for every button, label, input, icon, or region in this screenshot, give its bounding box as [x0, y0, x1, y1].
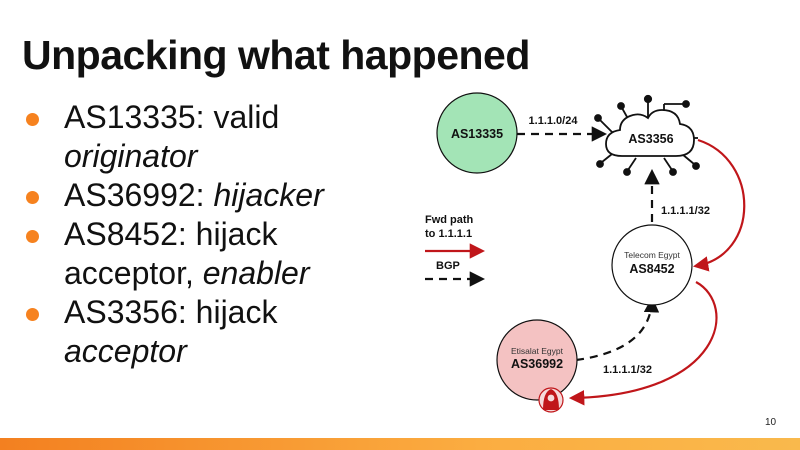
node-as3356-label: AS3356 — [628, 132, 673, 146]
node-as13335-label: AS13335 — [451, 127, 503, 141]
cloud-network-icon — [594, 94, 700, 176]
legend-bgp-label: BGP — [436, 260, 460, 272]
edge-label-origin-prefix: 1.1.1.0/24 — [529, 115, 579, 127]
node-as36992-label: AS36992 — [511, 357, 563, 371]
bgp-edge-as36992-to-as8452 — [575, 296, 660, 362]
bullet-list: AS13335: valid originator AS36992: hijac… — [22, 98, 362, 371]
node-as36992 — [496, 319, 578, 401]
bullet-as13335: AS13335: valid originator — [22, 98, 362, 176]
fwd-path-as8452-to-as36992 — [568, 281, 718, 406]
legend-fwd-path-line2: to 1.1.1.1 — [425, 228, 472, 240]
bullet-dot-icon — [26, 113, 39, 126]
bullet-as8452: AS8452: hijack acceptor, enabler — [22, 215, 362, 293]
bullet-dot-icon — [26, 308, 39, 321]
slide-title: Unpacking what happened — [22, 32, 530, 78]
node-as13335 — [436, 92, 518, 174]
page-number: 10 — [765, 417, 777, 428]
bullet-as36992: AS36992: hijacker — [22, 176, 362, 215]
node-as8452-label: AS8452 — [629, 262, 674, 276]
legend-fwd-path-line1: Fwd path — [425, 214, 474, 226]
edge-label-hijack-prefix-lower: 1.1.1.1/32 — [603, 364, 652, 376]
hooded-hacker-icon — [538, 387, 564, 413]
fwd-path-as3356-to-as8452 — [692, 138, 746, 272]
bullet-dot-icon — [26, 230, 39, 243]
node-as36992-sublabel: Etisalat Egypt — [511, 346, 564, 356]
footer-gradient-bar — [0, 438, 800, 450]
bullet-dot-icon — [26, 191, 39, 204]
diagram-legend: Fwd path to 1.1.1.1 BGP — [425, 214, 486, 287]
bullet-as3356: AS3356: hijack acceptor — [22, 293, 362, 371]
edge-label-hijack-prefix-upper: 1.1.1.1/32 — [661, 205, 710, 217]
node-as8452 — [611, 224, 693, 306]
node-as3356 — [605, 109, 695, 157]
node-as8452-sublabel: Telecom Egypt — [624, 250, 680, 260]
